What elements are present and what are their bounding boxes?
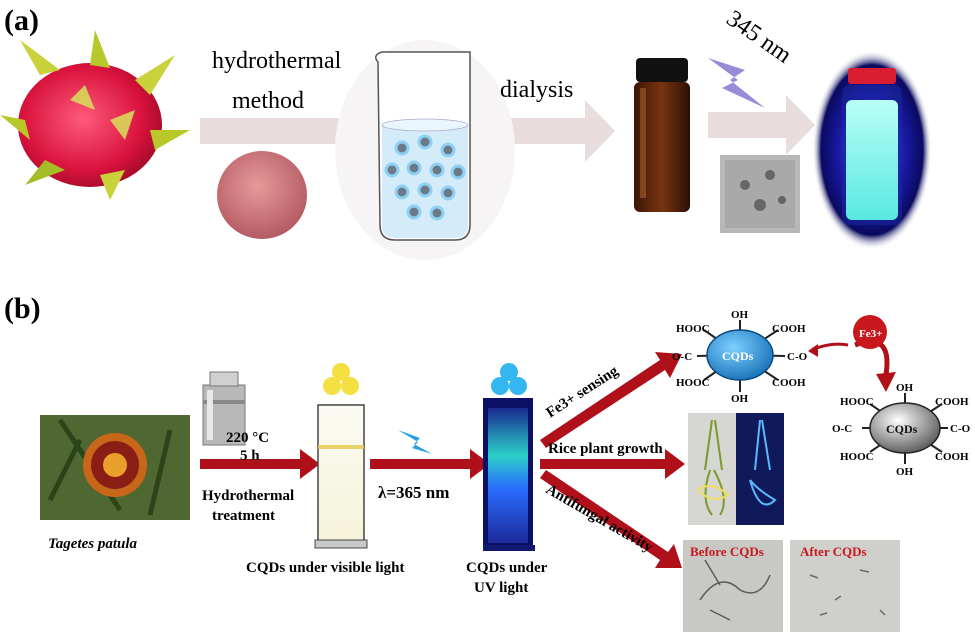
group2-hooc-top: HOOC <box>840 396 874 408</box>
group2-co: C-O <box>950 423 971 435</box>
before-cqds-image <box>683 540 783 632</box>
step-hydrothermal-line2: method <box>232 88 304 114</box>
before-cqds-label: Before CQDs <box>690 544 764 559</box>
fruit-powder-image <box>217 151 307 239</box>
uv-caption-line2: UV light <box>474 580 528 596</box>
cqd-core-label-blue: CQDs <box>722 349 754 363</box>
step-hydrothermal-line1: hydrothermal <box>212 48 342 74</box>
red-arrow-b2 <box>370 449 490 479</box>
blue-lightning-icon <box>398 430 432 454</box>
group2-oh-bottom: OH <box>896 466 914 478</box>
cuvette-visible-image <box>314 404 368 549</box>
after-cqds-label: After CQDs <box>800 544 867 559</box>
flow-arrow-a3 <box>708 95 815 155</box>
yellow-dots <box>323 363 359 395</box>
dragon-fruit-image <box>0 30 190 200</box>
red-arrow-rice <box>540 449 685 479</box>
condition-temp: 220 °C <box>226 430 269 446</box>
uv-lightning-icon <box>708 58 765 108</box>
condition-time: 5 h <box>240 448 260 464</box>
marigold-image <box>40 415 190 520</box>
group2-cooh-top: COOH <box>935 396 969 408</box>
panel-label-a: (a) <box>4 4 39 37</box>
cqd-blue-particle <box>696 320 786 392</box>
group-hooc-bottom: HOOC <box>676 377 710 389</box>
group-oh-bottom: OH <box>731 393 749 405</box>
rice-label: Rice plant growth <box>548 441 663 457</box>
group-co: C-O <box>787 351 808 363</box>
antifungal-label: Antifungal activity <box>543 482 656 556</box>
cqd-vial-image <box>634 58 690 212</box>
uv-caption-line1: CQDs under <box>466 560 548 576</box>
blue-dots <box>491 363 527 395</box>
group-hooc-top: HOOC <box>676 323 710 335</box>
beaker-image <box>335 40 515 260</box>
group2-hooc-bottom: HOOC <box>840 451 874 463</box>
group2-oc: O-C <box>832 423 852 435</box>
treatment-line2: treatment <box>212 508 275 524</box>
red-arrow-fe-sensing <box>540 352 682 448</box>
red-arrow-b1 <box>200 449 320 479</box>
cuvette-uv-image <box>483 398 535 551</box>
group-cooh-top: COOH <box>772 323 806 335</box>
step-dialysis: dialysis <box>500 77 573 103</box>
plant-name: Tagetes patula <box>48 536 138 552</box>
autoclave-image <box>202 371 246 446</box>
fe-ion-ball <box>853 315 887 349</box>
red-arrow-antifungal <box>540 470 682 568</box>
group-oh-top: OH <box>731 309 749 321</box>
visible-caption: CQDs under visible light <box>246 560 405 576</box>
group-oc: O-C <box>672 351 692 363</box>
cqd-core-label-gray: CQDs <box>886 422 918 436</box>
group-cooh-bottom: COOH <box>772 377 806 389</box>
panel-label-b: (b) <box>4 292 41 325</box>
treatment-line1: Hydrothermal <box>202 488 294 504</box>
tem-image <box>720 155 800 233</box>
wavelength-label: 345 nm <box>722 6 797 69</box>
group2-cooh-bottom: COOH <box>935 451 969 463</box>
cqd-gray-particle <box>862 393 948 464</box>
excitation-label: λ=365 nm <box>378 483 449 502</box>
rice-plant-images <box>688 413 784 525</box>
fluorescent-vial-image <box>812 50 932 250</box>
group2-oh-top: OH <box>896 382 914 394</box>
fe-ion-label: Fe3+ <box>859 328 882 340</box>
after-cqds-image <box>790 540 900 632</box>
